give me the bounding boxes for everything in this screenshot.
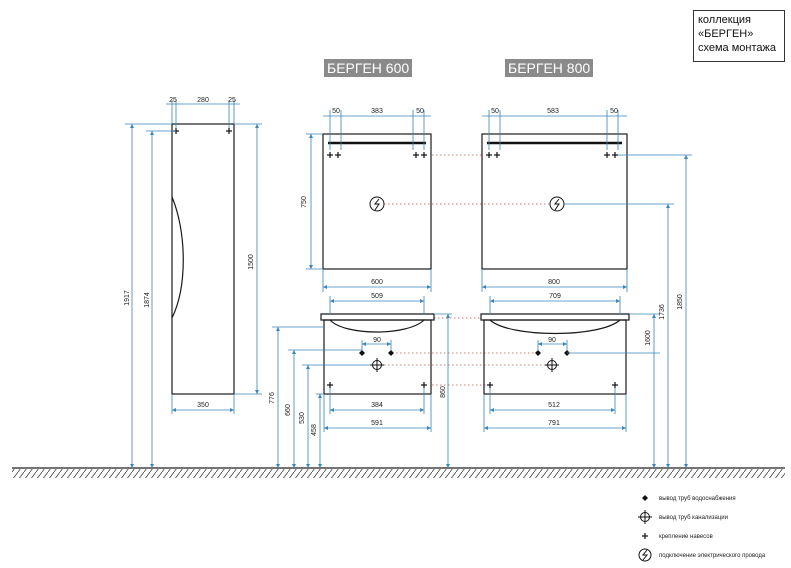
vanity-600-h860-label: 860 [440, 386, 447, 398]
tall-top-height-label: 1917 [124, 290, 131, 306]
vanity-800-hole-spacing-label: 90 [548, 337, 556, 344]
vanity-800: 709 90 512 791 1600 1736 1850 [480, 154, 692, 468]
mount-cross-icon [327, 152, 427, 158]
tall-mount-height-label: 1874 [144, 292, 151, 308]
vanity-600-mount-spacing-label: 384 [371, 402, 383, 409]
vanity-600-top-width-label: 509 [371, 293, 383, 300]
sewer-outlet-icon [638, 510, 652, 524]
mirror-800-dim-center: 583 [547, 108, 559, 115]
vanity-800-top [480, 313, 630, 321]
mirror-800-dim-left: 50 [491, 108, 499, 115]
mirror-600-frame [322, 133, 432, 270]
electric-outlet-icon [549, 196, 565, 212]
vanity-600-top [320, 313, 435, 321]
tall-dim-right: 25 [228, 97, 236, 104]
vanity-800-mount-spacing-label: 512 [548, 402, 560, 409]
vanity-800-h1850-label: 1850 [677, 294, 684, 310]
mirror-600-dim-center: 383 [371, 108, 383, 115]
mirror-800-dim-right: 50 [610, 108, 618, 115]
mirror-800: 50 583 50 800 [481, 108, 628, 292]
mount-cross-icon [327, 382, 427, 388]
tall-cabinet: 25 280 25 350 1500 1917 1874 [124, 97, 262, 468]
mirror-600-height-label: 750 [301, 196, 308, 208]
legend-item: подключение электрического провода [638, 548, 766, 562]
legend-label: крепление навесов [659, 534, 713, 540]
legend-item: крепление навесов [642, 533, 713, 540]
electric-outlet-icon [638, 548, 652, 562]
vanity-600-h776-label: 776 [269, 392, 276, 404]
mirror-600-width-label: 600 [371, 279, 383, 286]
mount-cross-icon [173, 128, 232, 134]
sewer-outlet-icon [370, 358, 384, 372]
legend-label: подключение электрического провода [659, 553, 766, 559]
collection-name: «БЕРГЕН» [698, 28, 754, 40]
legend-item: вывод труб водоснабжения [642, 495, 736, 502]
mirror-800-width-label: 800 [548, 279, 560, 286]
guide-lines [384, 154, 549, 386]
tall-width-label: 350 [197, 402, 209, 409]
vanity-800-cabinet [483, 319, 627, 395]
vanity-600: 509 90 384 591 776 660 530 458 860 [269, 293, 452, 468]
water-supply-icon [642, 495, 648, 501]
vanity-800-top-width-label: 709 [549, 293, 561, 300]
collection-subtitle: схема монтажа [698, 42, 776, 54]
vanity-600-width-label: 591 [371, 420, 383, 427]
vanity-600-h660-label: 660 [285, 404, 292, 416]
legend-label: вывод труб водоснабжения [659, 496, 736, 502]
tall-cabinet-body [171, 123, 235, 395]
vanity-800-basin [489, 319, 621, 335]
floor [12, 467, 785, 478]
tall-dim-left: 25 [169, 97, 177, 104]
legend-label: вывод труб канализации [659, 515, 728, 521]
model-title-600: БЕРГЕН 600 [324, 59, 413, 77]
mirror-600-dim-left: 50 [332, 108, 340, 115]
water-supply-icon [359, 350, 394, 356]
water-supply-icon [535, 350, 570, 356]
vanity-600-basin [329, 319, 425, 333]
vanity-600-h530-label: 530 [299, 412, 306, 424]
vanity-800-h1736-label: 1736 [659, 304, 666, 320]
collection-box: коллекция «БЕРГЕН» схема монтажа [693, 10, 785, 62]
mount-cross-icon [486, 152, 618, 158]
mirror-600: 50 383 50 750 600 [301, 108, 432, 292]
tall-height-label: 1500 [248, 254, 255, 270]
mount-cross-icon [642, 533, 648, 539]
vanity-800-h1600-label: 1600 [645, 330, 652, 346]
mirror-800-frame [481, 133, 628, 270]
tall-dim-center: 280 [197, 97, 209, 104]
legend: вывод труб водоснабжения вывод труб кана… [638, 495, 766, 562]
sewer-outlet-icon [545, 358, 559, 372]
vanity-600-h458-label: 458 [311, 424, 318, 436]
vanity-800-width-label: 791 [548, 420, 560, 427]
model-title-800: БЕРГЕН 800 [505, 59, 594, 77]
legend-item: вывод труб канализации [638, 510, 728, 524]
vanity-600-cabinet [323, 319, 432, 395]
electric-outlet-icon [369, 196, 385, 212]
mirror-600-dim-right: 50 [416, 108, 424, 115]
tall-cabinet-handle [171, 196, 184, 319]
mount-cross-icon [487, 382, 618, 388]
collection-label: коллекция [698, 14, 751, 26]
vanity-600-hole-spacing-label: 90 [373, 337, 381, 344]
